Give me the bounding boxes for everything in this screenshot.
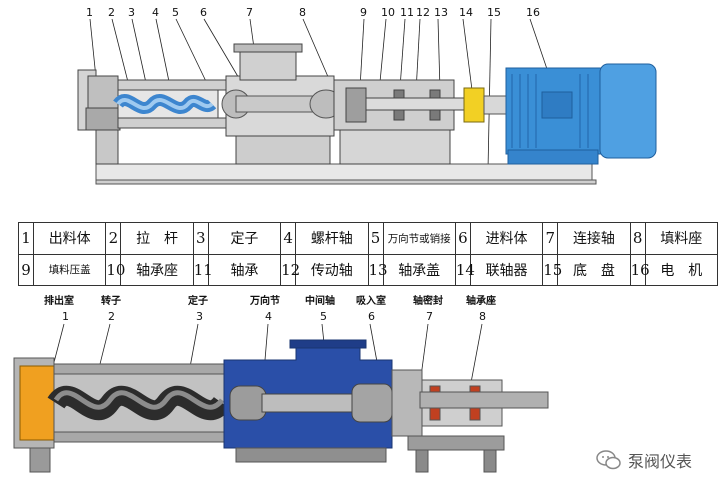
- label-universal-joint: 万向节: [249, 294, 280, 307]
- callout-15: 15: [487, 6, 501, 19]
- callout-2: 2: [108, 6, 115, 19]
- watermark: 泵阀仪表: [596, 448, 692, 472]
- part-name: 填料座: [644, 222, 719, 255]
- part-name: 轴承盖: [382, 253, 456, 286]
- part-name: 联轴器: [469, 253, 544, 286]
- label-discharge-chamber: 排出室: [44, 294, 74, 307]
- part-number: 14: [454, 253, 475, 286]
- part-number: 7: [542, 222, 559, 255]
- callout-4: 4: [152, 6, 159, 19]
- label-num-8: 8: [479, 310, 486, 323]
- callout-5: 5: [172, 6, 179, 19]
- part-number: 13: [367, 253, 388, 286]
- wechat-icon: [596, 450, 621, 470]
- parts-table: 1 出料体 2 拉 杆 3 定子 4 螺杆轴 5 万向节或销接 6 进料体 7 …: [18, 222, 719, 286]
- electric-motor: [505, 63, 657, 165]
- callout-13: 13: [434, 6, 448, 19]
- part-name: 底 盘: [557, 253, 631, 286]
- label-suction-chamber: 吸入室: [356, 294, 386, 307]
- part-number: 8: [629, 222, 646, 255]
- callout-3: 3: [128, 6, 135, 19]
- part-number: 2: [105, 222, 122, 255]
- watermark-text: 泵阀仪表: [628, 452, 693, 471]
- part-number: 6: [454, 222, 471, 255]
- bottom-labels: 排出室 1 转子 2 定子 3 万向节 4 中间轴 5 吸入室 6 轴密封 7 …: [44, 294, 496, 401]
- part-number: 5: [367, 222, 384, 255]
- top-callouts: 1 2 3 4 5 6 7 8 9 10 11 12 13 14 15 16: [86, 6, 549, 171]
- callout-1: 1: [86, 6, 93, 19]
- label-intermediate-shaft: 中间轴: [305, 294, 335, 307]
- part-name: 传动轴: [295, 253, 369, 286]
- part-name: 拉 杆: [120, 222, 194, 255]
- label-stator: 定子: [188, 294, 208, 307]
- label-shaft-seal: 轴密封: [413, 294, 443, 307]
- label-num-4: 4: [265, 310, 272, 323]
- outlet-housing: [77, 69, 121, 165]
- part-number: 4: [280, 222, 297, 255]
- bearing-housing: [391, 369, 549, 473]
- part-name: 轴承座: [120, 253, 194, 286]
- label-num-6: 6: [368, 310, 375, 323]
- callout-16: 16: [526, 6, 540, 19]
- callout-11: 11: [400, 6, 414, 19]
- part-name: 填料压盖: [32, 253, 107, 286]
- part-number: 10: [105, 253, 125, 286]
- coupling: [463, 87, 507, 123]
- callout-10: 10: [381, 6, 395, 19]
- intermediate-shaft: [229, 383, 393, 423]
- label-num-2: 2: [108, 310, 115, 323]
- callout-8: 8: [299, 6, 306, 19]
- base-plate: [95, 163, 597, 185]
- label-num-5: 5: [320, 310, 327, 323]
- bottom-pump-cutaway: 排出室 1 转子 2 定子 3 万向节 4 中间轴 5 吸入室 6 轴密封 7 …: [13, 294, 549, 473]
- part-name: 螺杆轴: [295, 222, 369, 255]
- connecting-shaft: [221, 89, 347, 119]
- part-name: 进料体: [469, 222, 544, 255]
- part-number: 9: [18, 253, 34, 286]
- callout-12: 12: [416, 6, 430, 19]
- table-row: 1 出料体 2 拉 杆 3 定子 4 螺杆轴 5 万向节或销接 6 进料体 7 …: [18, 222, 719, 255]
- part-name: 连接轴: [557, 222, 631, 255]
- part-name: 定子: [207, 222, 282, 255]
- part-name: 出料体: [32, 222, 107, 255]
- part-name: 万向节或销接: [382, 222, 456, 255]
- part-number: 12: [280, 253, 300, 286]
- table-row: 9 填料压盖 10 轴承座 11 轴承 12 传动轴 13 轴承盖 14 联轴器…: [18, 253, 719, 286]
- top-pump-cross-section: 1 2 3 4 5 6 7 8 9 10 11 12 13 14 15 16: [77, 6, 657, 185]
- bearing-block: [333, 79, 467, 165]
- callout-14: 14: [459, 6, 473, 19]
- part-number: 16: [629, 253, 650, 286]
- label-rotor: 转子: [101, 294, 121, 307]
- part-name: 轴承: [207, 253, 282, 286]
- label-num-3: 3: [196, 310, 203, 323]
- screw-rotor: [113, 94, 217, 114]
- part-number: 15: [542, 253, 562, 286]
- helical-rotor: [47, 385, 231, 421]
- discharge-chamber: [13, 357, 57, 473]
- label-bearing-housing: 轴承座: [466, 294, 496, 307]
- label-num-1: 1: [62, 310, 69, 323]
- part-number: 1: [18, 222, 34, 255]
- part-number: 3: [192, 222, 209, 255]
- part-name: 电 机: [644, 253, 719, 286]
- callout-9: 9: [360, 6, 367, 19]
- part-number: 11: [192, 253, 213, 286]
- callout-7: 7: [246, 6, 253, 19]
- label-num-7: 7: [426, 310, 433, 323]
- callout-6: 6: [200, 6, 207, 19]
